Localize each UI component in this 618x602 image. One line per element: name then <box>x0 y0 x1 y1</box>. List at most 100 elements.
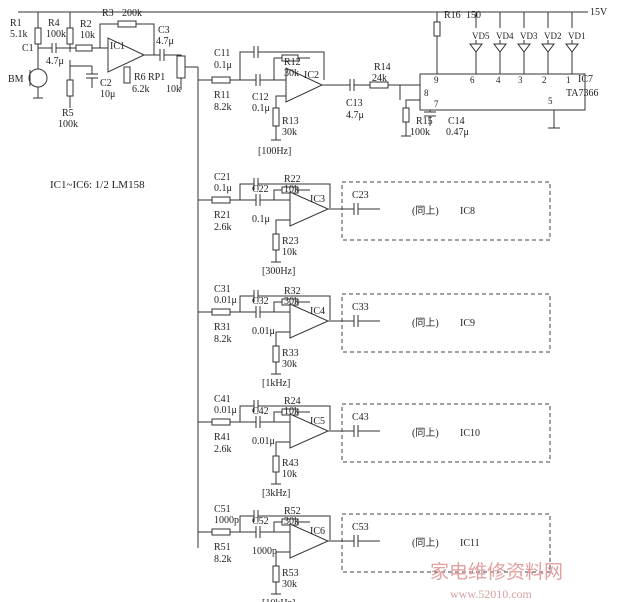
svg-text:C13: C13 <box>346 98 363 109</box>
svg-text:C2: C2 <box>100 78 112 89</box>
resistor-input <box>211 308 231 316</box>
resistor-r2 <box>75 44 93 52</box>
svg-text:(同上): (同上) <box>412 537 439 549</box>
capacitor-series <box>255 194 261 206</box>
capacitor-series <box>255 526 261 538</box>
svg-text:R5: R5 <box>62 108 74 119</box>
freq-label: [300Hz] <box>262 266 295 277</box>
svg-text:30k: 30k <box>282 359 297 370</box>
svg-text:IC3: IC3 <box>310 194 325 205</box>
capacitor-feedback <box>239 178 331 208</box>
svg-text:C23: C23 <box>352 190 369 201</box>
resistor-input <box>211 528 231 536</box>
svg-text:8.2k: 8.2k <box>214 102 232 113</box>
svg-text:8: 8 <box>424 88 429 98</box>
svg-text:C32: C32 <box>252 296 269 307</box>
svg-text:R53: R53 <box>282 568 299 579</box>
resistor-ground <box>272 565 280 583</box>
resistor-r13 <box>272 107 280 127</box>
svg-text:30k: 30k <box>284 516 299 527</box>
capacitor-series <box>255 306 261 318</box>
capacitor-output <box>328 203 380 215</box>
svg-text:IC8: IC8 <box>460 206 475 217</box>
svg-text:30k: 30k <box>284 68 299 79</box>
resistor-ground <box>272 455 280 473</box>
resistor-r3 <box>117 20 137 28</box>
svg-text:C33: C33 <box>352 302 369 313</box>
svg-text:100k: 100k <box>58 119 78 130</box>
watermark-cn: 家电维修资料网 <box>430 561 563 583</box>
opamp <box>289 523 330 559</box>
svg-text:R31: R31 <box>214 322 231 333</box>
resistor-r6 <box>123 66 131 84</box>
svg-text:10k: 10k <box>284 406 299 417</box>
svg-text:8.2k: 8.2k <box>214 554 232 565</box>
svg-text:0.1μ: 0.1μ <box>252 214 270 225</box>
svg-text:C1: C1 <box>22 43 34 54</box>
svg-text:100k: 100k <box>46 29 66 40</box>
svg-text:2.6k: 2.6k <box>214 222 232 233</box>
svg-text:VD4: VD4 <box>496 31 514 41</box>
led-vd3 <box>517 43 531 53</box>
svg-text:C3: C3 <box>158 25 170 36</box>
svg-text:C41: C41 <box>214 394 231 405</box>
resistor-r5 <box>66 79 74 97</box>
svg-text:30k: 30k <box>282 127 297 138</box>
svg-text:IC2: IC2 <box>304 70 319 81</box>
svg-text:R14: R14 <box>374 62 391 73</box>
capacitor-series <box>255 416 261 428</box>
svg-text:IC6: IC6 <box>310 526 325 537</box>
svg-text:0.1μ: 0.1μ <box>214 60 232 71</box>
svg-text:0.01μ: 0.01μ <box>252 326 275 337</box>
svg-text:IC7: IC7 <box>578 74 593 85</box>
svg-text:R4: R4 <box>48 18 60 29</box>
svg-text:7: 7 <box>434 99 439 109</box>
supply-label: 15V <box>590 7 608 18</box>
svg-text:R51: R51 <box>214 542 231 553</box>
svg-text:8.2k: 8.2k <box>214 334 232 345</box>
svg-text:1: 1 <box>566 75 571 85</box>
resistor-input <box>211 196 231 204</box>
capacitor-c2 <box>70 65 98 88</box>
resistor-r1 <box>34 27 42 45</box>
opamp <box>289 413 330 449</box>
led-vd5 <box>469 43 483 53</box>
svg-text:C22: C22 <box>252 184 269 195</box>
svg-text:R43: R43 <box>282 458 299 469</box>
svg-text:VD3: VD3 <box>520 31 538 41</box>
capacitor-output <box>328 425 380 437</box>
svg-text:150: 150 <box>466 10 481 21</box>
svg-text:6.2k: 6.2k <box>132 84 150 95</box>
svg-text:IC1: IC1 <box>110 41 125 52</box>
svg-text:IC9: IC9 <box>460 318 475 329</box>
resistor-r4 <box>66 27 74 45</box>
svg-text:1000p: 1000p <box>214 515 239 526</box>
svg-text:C21: C21 <box>214 172 231 183</box>
svg-text:5.1k: 5.1k <box>10 29 28 40</box>
svg-text:IC4: IC4 <box>310 306 325 317</box>
svg-text:R52: R52 <box>284 506 301 517</box>
svg-text:0.01μ: 0.01μ <box>214 295 237 306</box>
ic7-display-driver <box>419 73 586 111</box>
svg-text:0.1μ: 0.1μ <box>252 103 270 114</box>
resistor-input <box>211 418 231 426</box>
svg-text:4.7μ: 4.7μ <box>46 56 64 67</box>
opamp <box>289 303 330 339</box>
svg-text:0.1μ: 0.1μ <box>214 183 232 194</box>
svg-text:C52: C52 <box>252 516 269 527</box>
opamp-note: IC1~IC6: 1/2 LM158 <box>50 179 145 191</box>
resistor-r11 <box>211 76 231 84</box>
resistor-ground <box>272 345 280 363</box>
led-vd2 <box>541 43 555 53</box>
svg-text:10k: 10k <box>166 84 181 95</box>
svg-text:4: 4 <box>496 75 501 85</box>
capacitor-c11 <box>239 46 325 80</box>
svg-text:R1: R1 <box>10 18 22 29</box>
svg-text:200k: 200k <box>122 8 142 19</box>
led-vd1 <box>565 43 579 53</box>
capacitor-c13 <box>322 79 370 91</box>
